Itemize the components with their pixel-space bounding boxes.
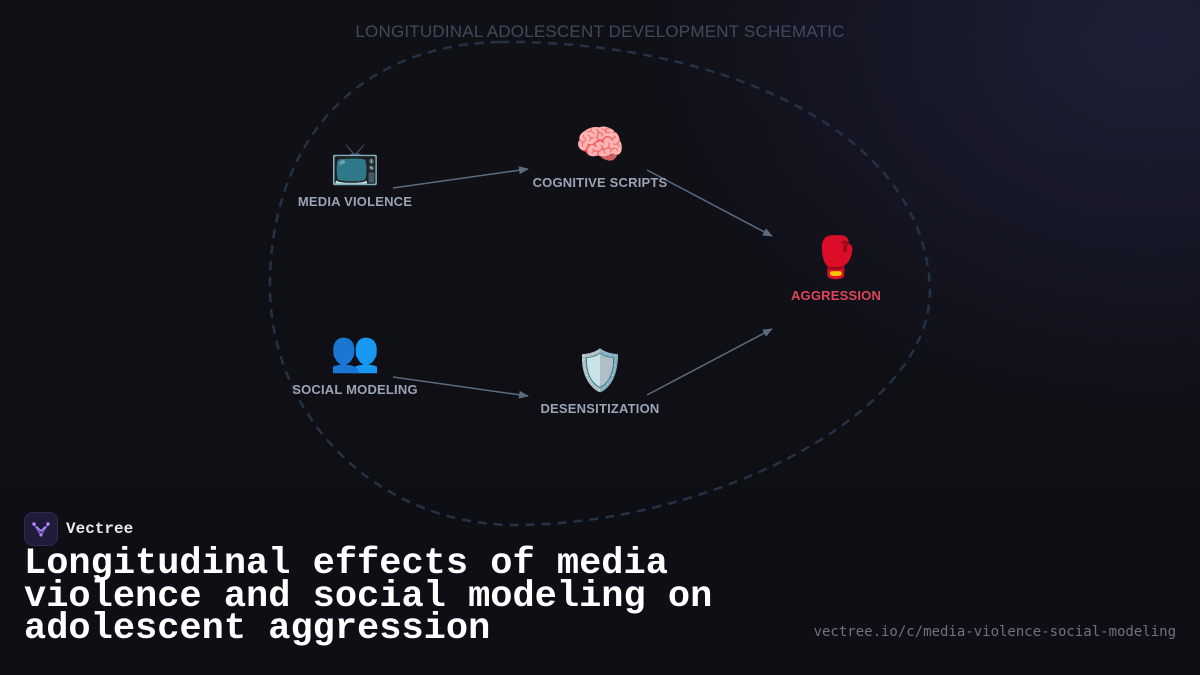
node-label: DESENSITIZATION bbox=[540, 401, 660, 416]
vectree-logo-icon bbox=[24, 512, 58, 546]
brain-icon: 🧠 bbox=[575, 123, 625, 167]
brand: Vectree bbox=[24, 512, 133, 546]
page-title: Longitudinal effects of media violence a… bbox=[24, 543, 713, 650]
tv-icon: 📺 bbox=[330, 142, 380, 186]
development-boundary bbox=[268, 40, 932, 527]
boxing-glove-icon: 🥊 bbox=[811, 236, 861, 280]
node-desensitization: 🛡️ DESENSITIZATION bbox=[500, 347, 700, 416]
node-label: SOCIAL MODELING bbox=[292, 382, 418, 397]
source-url: vectree.io/c/media-violence-social-model… bbox=[813, 624, 1176, 640]
shield-icon: 🛡️ bbox=[575, 349, 625, 393]
node-cognitive-scripts: 🧠 COGNITIVE SCRIPTS bbox=[500, 121, 700, 190]
people-icon: 👥 bbox=[330, 330, 380, 374]
node-social-modeling: 👥 SOCIAL MODELING bbox=[255, 328, 455, 397]
node-label: AGGRESSION bbox=[790, 288, 882, 303]
schematic-title: LONGITUDINAL ADOLESCENT DEVELOPMENT SCHE… bbox=[355, 22, 845, 41]
edge-desensitization-to-aggression bbox=[646, 328, 773, 396]
brand-name: Vectree bbox=[66, 520, 134, 538]
edge-cognitive-scripts-to-aggression bbox=[646, 169, 773, 237]
node-label: MEDIA VIOLENCE bbox=[297, 194, 413, 209]
node-media-violence: 📺 MEDIA VIOLENCE bbox=[255, 140, 455, 209]
node-aggression: 🥊 AGGRESSION bbox=[736, 234, 936, 303]
edge-media-violence-to-cognitive-scripts bbox=[392, 166, 529, 189]
edge-social-modeling-to-desensitization bbox=[392, 376, 529, 399]
node-label: COGNITIVE SCRIPTS bbox=[532, 175, 668, 190]
